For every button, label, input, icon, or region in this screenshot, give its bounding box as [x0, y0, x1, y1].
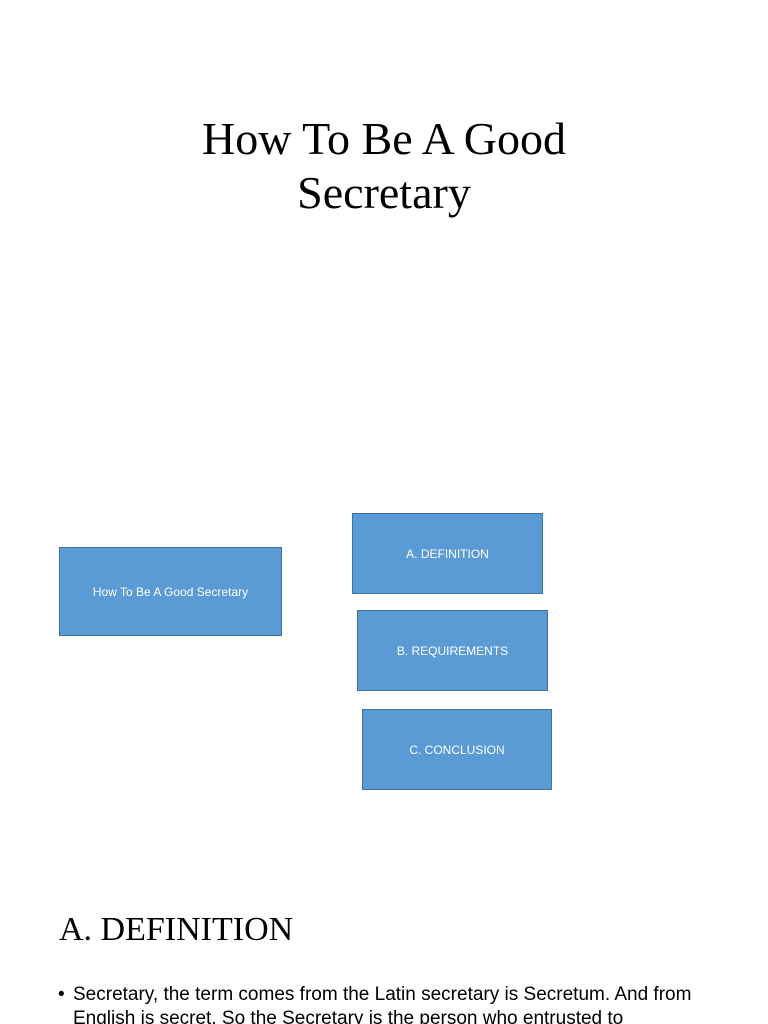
diagram-box-requirements: B. REQUIREMENTS — [357, 610, 548, 691]
bullet-icon: • — [58, 984, 65, 1005]
diagram-box-conclusion: C. CONCLUSION — [362, 709, 552, 790]
diagram-main-box: How To Be A Good Secretary — [59, 547, 282, 636]
diagram-box-label: B. REQUIREMENTS — [396, 643, 509, 658]
diagram-box-label: C. CONCLUSION — [409, 742, 505, 757]
diagram-main-box-label: How To Be A Good Secretary — [92, 584, 249, 599]
slide-title: How To Be A Good Secretary — [202, 113, 566, 218]
diagram-box-definition: A. DEFINITION — [352, 513, 543, 594]
bullet-text: Secretary, the term comes from the Latin… — [73, 984, 692, 1024]
list-item: • Secretary, the term comes from the Lat… — [58, 983, 728, 1024]
section-heading: A. DEFINITION — [59, 911, 294, 948]
diagram-box-label: A. DEFINITION — [406, 546, 489, 561]
bullet-list: • Secretary, the term comes from the Lat… — [58, 983, 728, 1024]
